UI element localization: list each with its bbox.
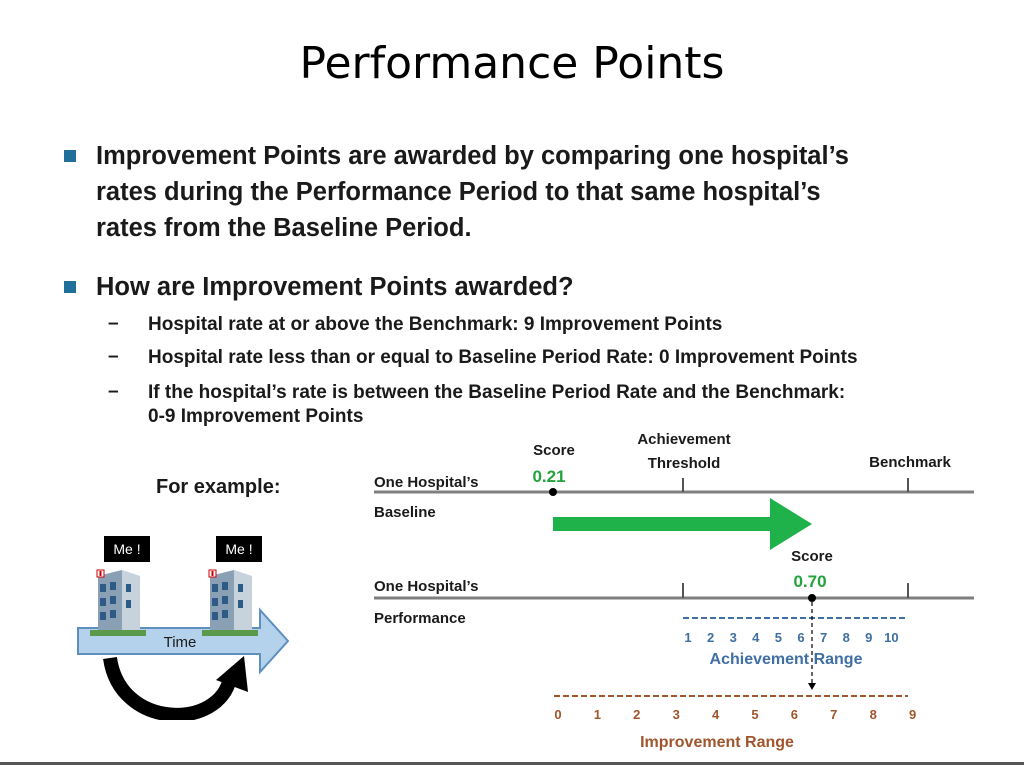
time-label: Time xyxy=(164,634,197,651)
achievement-tick-label: 4 xyxy=(752,630,760,645)
me-box-right xyxy=(216,536,262,562)
achievement-tick-label: 2 xyxy=(707,630,714,645)
performance-score-value: 0.70 xyxy=(793,572,826,591)
sub-bullet-2: Hospital rate less than or equal to Base… xyxy=(148,347,858,368)
baseline-row-label-line1: One Hospital’s xyxy=(374,474,478,491)
baseline-score-marker xyxy=(549,488,557,496)
bullet-1: Improvement Points are awarded by compar… xyxy=(96,138,849,246)
achievement-tick-label: 1 xyxy=(684,630,691,645)
page-title: Performance Points xyxy=(299,38,725,89)
benchmark-label: Benchmark xyxy=(869,454,951,471)
scoring-diagram: Score 0.21 Achievement Threshold Benchma… xyxy=(374,431,974,751)
improvement-tick-label: 1 xyxy=(594,707,601,722)
achievement-threshold-label-line2: Threshold xyxy=(648,455,721,472)
sub-bullet-dash-icon: – xyxy=(108,313,119,334)
curved-arrow-head-icon xyxy=(216,656,248,692)
footer-divider xyxy=(0,762,1024,765)
achievement-tick-label: 5 xyxy=(775,630,782,645)
improvement-tick-label: 5 xyxy=(751,707,758,722)
curved-arrow-icon xyxy=(103,656,237,720)
bullet-1-line: rates from the Baseline Period. xyxy=(96,214,472,242)
sub-bullet-3-line: If the hospital’s rate is between the Ba… xyxy=(148,382,846,403)
score-drop-arrowhead-icon xyxy=(808,683,816,690)
bullet-1-line: Improvement Points are awarded by compar… xyxy=(96,142,849,170)
improvement-range-ticks: 0 1 2 3 4 5 6 7 8 9 xyxy=(554,707,916,722)
improvement-tick-label: 3 xyxy=(673,707,680,722)
improvement-range-label: Improvement Range xyxy=(640,734,794,751)
score-label-performance: Score xyxy=(791,548,833,565)
score-label-baseline: Score xyxy=(533,442,575,459)
bullet-square-icon xyxy=(64,281,76,293)
example-label: For example: xyxy=(156,476,281,498)
time-arrow xyxy=(77,607,290,675)
hospital-building-icon xyxy=(202,569,258,636)
me-box-left xyxy=(104,536,150,562)
baseline-score-value: 0.21 xyxy=(532,467,565,486)
me-label-left: Me ! xyxy=(113,541,140,557)
hospital-building-icon xyxy=(90,569,146,636)
improvement-tick-label: 6 xyxy=(791,707,798,722)
achievement-threshold-label-line1: Achievement xyxy=(637,431,730,448)
improvement-tick-label: 4 xyxy=(712,707,720,722)
bullet-square-icon xyxy=(64,150,76,162)
performance-row-label-line1: One Hospital’s xyxy=(374,578,478,595)
achievement-tick-label: 9 xyxy=(865,630,872,645)
achievement-tick-label: 10 xyxy=(884,630,898,645)
time-illustration: Me ! Me ! Time xyxy=(77,536,290,720)
baseline-row-label-line2: Baseline xyxy=(374,504,436,521)
bullet-1-line: rates during the Performance Period to t… xyxy=(96,178,821,206)
achievement-tick-label: 3 xyxy=(730,630,737,645)
sub-bullet-dash-icon: – xyxy=(108,381,119,402)
improvement-tick-label: 2 xyxy=(633,707,640,722)
improvement-arrow-icon xyxy=(553,498,812,550)
improvement-tick-label: 8 xyxy=(870,707,877,722)
achievement-tick-label: 6 xyxy=(797,630,804,645)
achievement-tick-label: 7 xyxy=(820,630,827,645)
sub-bullet-3-line: 0-9 Improvement Points xyxy=(148,406,364,427)
sub-bullet-dash-icon: – xyxy=(108,346,119,367)
bullet-2: How are Improvement Points awarded? xyxy=(96,273,574,301)
sub-bullet-1: Hospital rate at or above the Benchmark:… xyxy=(148,314,723,335)
improvement-tick-label: 0 xyxy=(554,707,561,722)
achievement-range-label: Achievement Range xyxy=(710,651,863,668)
performance-row-label-line2: Performance xyxy=(374,610,466,627)
me-label-right: Me ! xyxy=(225,541,252,557)
improvement-tick-label: 9 xyxy=(909,707,916,722)
sub-bullet-3: If the hospital’s rate is between the Ba… xyxy=(148,381,845,429)
improvement-tick-label: 7 xyxy=(830,707,837,722)
achievement-tick-label: 8 xyxy=(843,630,850,645)
performance-score-marker xyxy=(808,594,816,602)
